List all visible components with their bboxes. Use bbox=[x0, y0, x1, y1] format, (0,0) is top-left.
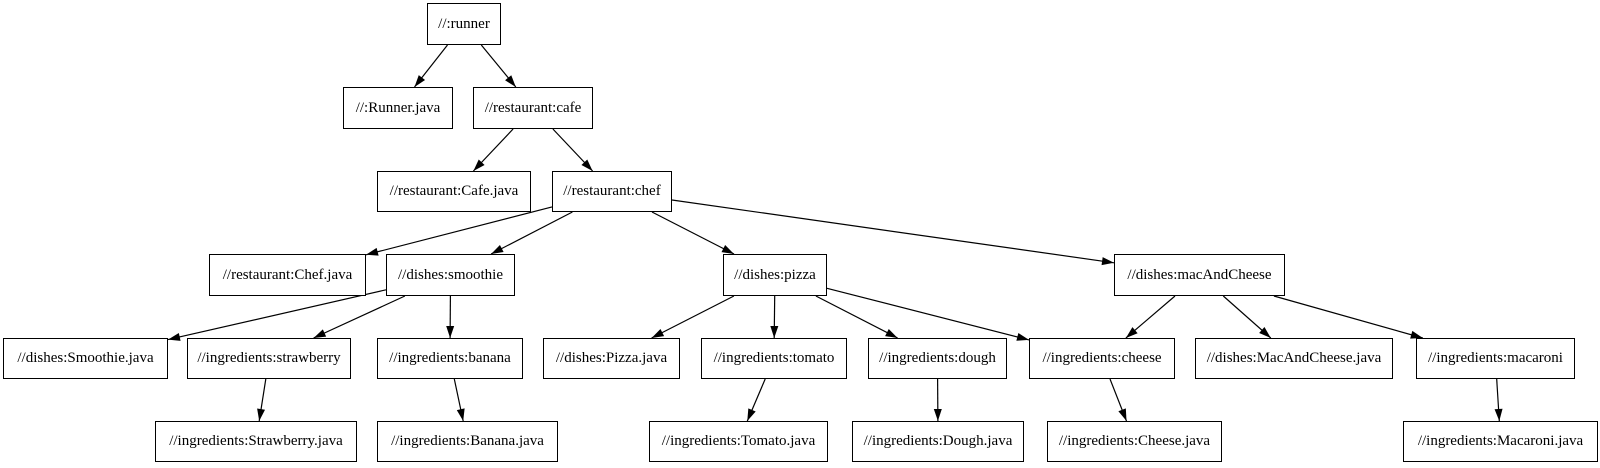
graph-node-smoothie_java: //dishes:Smoothie.java bbox=[3, 338, 168, 379]
graph-edge-chef-to-chef_java bbox=[365, 206, 553, 256]
graph-node-dough: //ingredients:dough bbox=[868, 338, 1007, 379]
graph-edge-macaroni-to-macaroni_java bbox=[1494, 378, 1503, 422]
graph-edge-smoothie-to-smoothie_java bbox=[167, 289, 387, 341]
graph-edge-chef-to-mac_and_cheese bbox=[671, 199, 1115, 266]
graph-node-chef_java: //restaurant:Chef.java bbox=[209, 254, 366, 296]
graph-node-chef: //restaurant:chef bbox=[552, 171, 672, 212]
graph-node-pizza: //dishes:pizza bbox=[723, 254, 827, 296]
graph-node-strawberry: //ingredients:strawberry bbox=[187, 338, 351, 379]
graph-node-strawberry_java: //ingredients:Strawberry.java bbox=[155, 421, 357, 462]
graph-edge-pizza-to-pizza_java bbox=[651, 295, 735, 339]
graph-edge-tomato-to-tomato_java bbox=[746, 378, 766, 422]
graph-edge-banana-to-banana_java bbox=[453, 378, 465, 422]
graph-node-dough_java: //ingredients:Dough.java bbox=[852, 421, 1024, 462]
graph-edge-mac_and_cheese-to-macaroni bbox=[1273, 295, 1423, 339]
graph-edge-mac_and_cheese-to-cheese bbox=[1125, 295, 1176, 339]
graph-edge-runner-to-runner_java bbox=[414, 44, 448, 88]
graph-node-mac_and_cheese: //dishes:macAndCheese bbox=[1114, 254, 1285, 296]
graph-edge-chef-to-pizza bbox=[651, 211, 735, 255]
graph-node-mac_and_cheese_java: //dishes:MacAndCheese.java bbox=[1195, 338, 1393, 379]
graph-edge-cafe-to-cafe_java bbox=[472, 128, 514, 172]
graph-node-cafe_java: //restaurant:Cafe.java bbox=[377, 171, 531, 212]
graph-edge-smoothie-to-strawberry bbox=[313, 295, 406, 339]
graph-node-cheese: //ingredients:cheese bbox=[1029, 338, 1175, 379]
graph-node-tomato_java: //ingredients:Tomato.java bbox=[649, 421, 828, 462]
graph-edge-cheese-to-cheese_java bbox=[1109, 378, 1128, 422]
graph-node-cafe: //restaurant:cafe bbox=[473, 87, 593, 129]
graph-edge-mac_and_cheese-to-mac_and_cheese_java bbox=[1222, 295, 1272, 339]
graph-node-runner_java: //:Runner.java bbox=[343, 87, 453, 129]
graph-node-macaroni_java: //ingredients:Macaroni.java bbox=[1403, 421, 1598, 462]
graph-node-pizza_java: //dishes:Pizza.java bbox=[543, 338, 680, 379]
graph-edge-pizza-to-dough bbox=[815, 295, 898, 339]
graph-node-cheese_java: //ingredients:Cheese.java bbox=[1047, 421, 1222, 462]
graph-edge-runner-to-cafe bbox=[480, 44, 517, 88]
graph-node-banana: //ingredients:banana bbox=[377, 338, 523, 379]
graph-edge-pizza-to-tomato bbox=[770, 295, 779, 339]
graph-node-tomato: //ingredients:tomato bbox=[701, 338, 847, 379]
graph-edge-group bbox=[167, 44, 1503, 422]
graph-edge-pizza-to-cheese bbox=[826, 287, 1030, 341]
graph-node-macaroni: //ingredients:macaroni bbox=[1416, 338, 1575, 379]
graph-edge-cafe-to-chef bbox=[552, 128, 594, 172]
graph-node-banana_java: //ingredients:Banana.java bbox=[377, 421, 558, 462]
graph-node-runner: //:runner bbox=[427, 3, 501, 45]
graph-edge-strawberry-to-strawberry_java bbox=[257, 378, 267, 422]
graph-node-smoothie: //dishes:smoothie bbox=[386, 254, 515, 296]
graph-edge-chef-to-smoothie bbox=[490, 211, 573, 255]
